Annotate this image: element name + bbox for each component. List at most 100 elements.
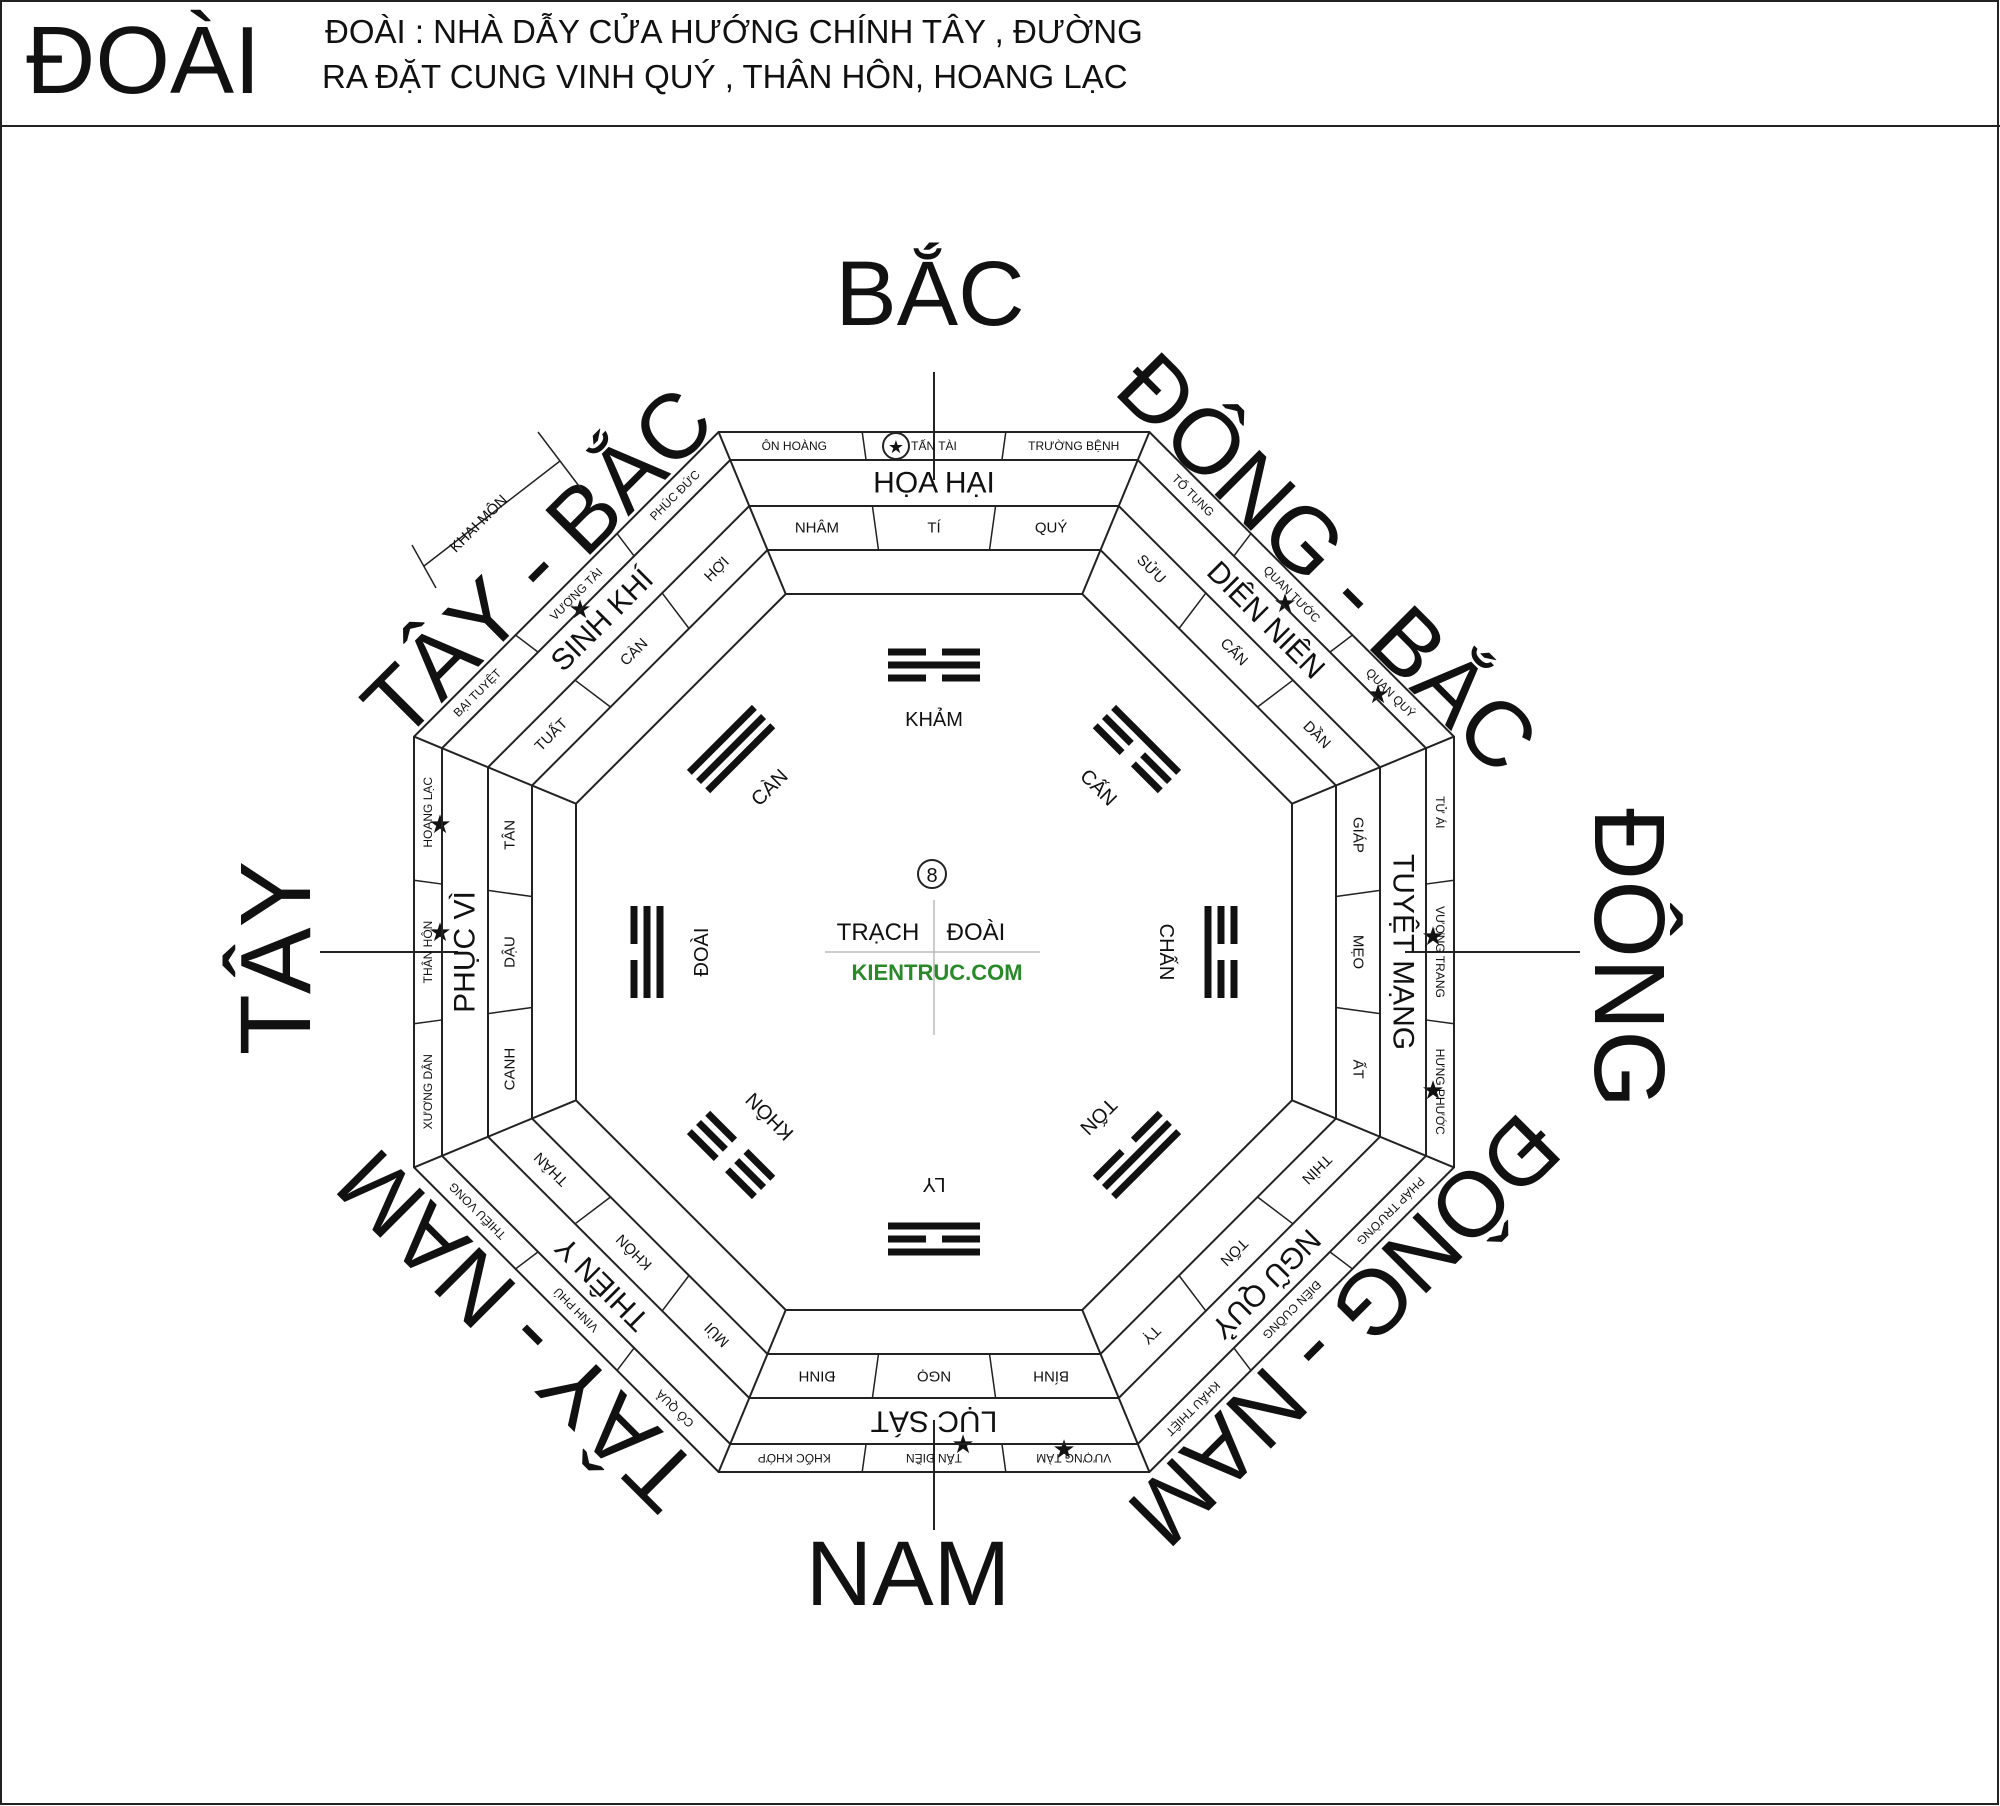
header-desc-line2: RA ĐẶT CUNG VINH QUÝ , THÂN HÔN, HOANG L… <box>322 58 1128 95</box>
cell-divider <box>1233 1347 1252 1371</box>
khai-mon-bracket-line <box>423 460 561 567</box>
cell-divider <box>1329 634 1353 653</box>
mountain-label: MẸO <box>1350 935 1367 969</box>
star-marker: ★ <box>1273 588 1296 618</box>
cell-divider <box>1329 1251 1353 1270</box>
mountain-label: THÌN <box>1298 1151 1335 1188</box>
star-marker: ★ <box>1421 1075 1444 1105</box>
trigram-line-solid <box>696 714 767 785</box>
mountain-label: TÍ <box>927 520 941 537</box>
star-marker: ★ <box>1421 921 1444 951</box>
trigram-line-broken <box>743 1148 776 1181</box>
trigram-name-southwest: KHÔN <box>741 1088 798 1145</box>
center-number: 8 <box>926 865 937 887</box>
mountain-label: MÙI <box>701 1319 732 1350</box>
cell-divider <box>1335 1006 1381 1015</box>
sector-divider <box>717 1309 787 1473</box>
cell-divider <box>1001 1443 1007 1473</box>
mountain-label: CẤN <box>1217 635 1251 669</box>
outer-label: ÔN HOÀNG <box>762 438 827 453</box>
star-name-north: HỌA HẠI <box>873 467 995 500</box>
cell-divider <box>861 431 867 461</box>
mountain-label: CANH <box>502 1048 519 1091</box>
mountain-label: GIÁP <box>1350 817 1367 853</box>
mountain-label: ẤT <box>1350 1059 1367 1078</box>
trigram-line-broken <box>1092 1148 1125 1181</box>
cell-divider <box>413 1019 443 1025</box>
sector-divider <box>1081 1309 1151 1473</box>
cell-divider <box>1001 431 1007 461</box>
trigram-line-solid <box>686 704 757 775</box>
mountain-label: CÀN <box>617 635 651 669</box>
outer-label: HOANG LẠC <box>421 777 435 848</box>
outer-label: KHỐC KHỚP <box>758 1451 831 1466</box>
center-left-label: TRẠCH <box>837 919 920 946</box>
star-marker: ★ <box>428 809 451 839</box>
outer-label: TẤN ĐIỀN <box>906 1451 962 1466</box>
trigram-name-west: ĐOÀI <box>690 928 713 977</box>
direction-northwest: TÂY - BẮC <box>342 367 732 757</box>
cell-divider <box>487 1006 533 1015</box>
direction-north: BẮC <box>835 241 1024 345</box>
direction-west: TÂY <box>220 861 332 1055</box>
star-marker: ★ <box>1052 1434 1075 1464</box>
outer-label: HƯNG PHƯỚC <box>1433 1049 1448 1135</box>
mountain-label: ĐINH <box>799 1368 836 1385</box>
cell-divider <box>1233 533 1252 557</box>
outer-label: VƯỢNG TÀM <box>1036 1451 1111 1466</box>
mountain-label: NHÂM <box>795 520 839 537</box>
trigram-line-solid <box>1101 1119 1172 1190</box>
trigram-name-southeast: TỐN <box>1075 1093 1122 1140</box>
outer-label: TẤN TÀI <box>911 438 957 453</box>
cell-divider <box>574 679 611 708</box>
trigram-name-south: LY <box>923 1173 946 1195</box>
cell-divider <box>1425 1019 1455 1025</box>
star-marker: ★ <box>428 917 451 947</box>
north-marker-star: ★ <box>888 437 904 457</box>
cell-divider <box>616 533 635 557</box>
mountain-label: TÂN <box>502 820 519 850</box>
cell-divider <box>413 879 443 885</box>
outer-label: TRƯỜNG BỆNH <box>1028 438 1119 453</box>
cell-divider <box>1257 1196 1294 1225</box>
cell-divider <box>1178 592 1207 629</box>
mountain-label: TỴ <box>1138 1322 1164 1348</box>
octagon-rings <box>413 431 1455 1473</box>
sector-divider <box>413 1099 577 1169</box>
mountain-label: DẦN <box>1299 718 1333 752</box>
direction-southwest: TÂY - NAM <box>318 1130 718 1530</box>
cell-divider <box>1425 879 1455 885</box>
header-desc-line1: ĐOÀI : NHÀ DẪY CỬA HƯỚNG CHÍNH TÂY , ĐƯỜ… <box>325 13 1143 50</box>
outer-label: TỬ ÁI <box>1433 796 1448 828</box>
header-title: ĐOÀI <box>26 7 261 114</box>
direction-southeast: ĐÔNG - NAM <box>1109 1095 1579 1565</box>
trigram-line-broken <box>696 1119 728 1152</box>
trigram-line-broken <box>1092 723 1125 756</box>
trigram-line-solid <box>705 723 776 794</box>
cell-divider <box>871 1353 880 1399</box>
trigram-name-east: CHẤN <box>1155 924 1178 981</box>
star-name-south: LỤC SÁT <box>871 1405 998 1438</box>
outer-label: VƯỢNG TRANG <box>1433 906 1447 998</box>
cell-divider <box>661 1275 690 1312</box>
cell-divider <box>515 634 539 653</box>
cell-divider <box>616 1347 635 1371</box>
mountain-label: NGỌ <box>917 1368 951 1385</box>
khai-mon-bracket-left <box>411 544 437 589</box>
cell-divider <box>988 505 997 551</box>
trigram-line-broken <box>705 1110 738 1143</box>
star-name-east: TUYỆT MẠNG <box>1387 854 1420 1050</box>
mountain-label: QUÝ <box>1035 520 1068 537</box>
center-right-label: ĐOÀI <box>947 919 1006 946</box>
cell-divider <box>515 1251 539 1270</box>
sector-divider <box>1291 735 1455 805</box>
sector-divider <box>1081 431 1151 595</box>
sector-divider <box>717 431 787 595</box>
trigram-name-northwest: CÀN <box>747 765 793 811</box>
cell-divider <box>1178 1275 1207 1312</box>
trigram-line-broken <box>1101 714 1134 746</box>
cell-divider <box>574 1196 611 1225</box>
trigram-line-broken <box>725 1167 757 1200</box>
